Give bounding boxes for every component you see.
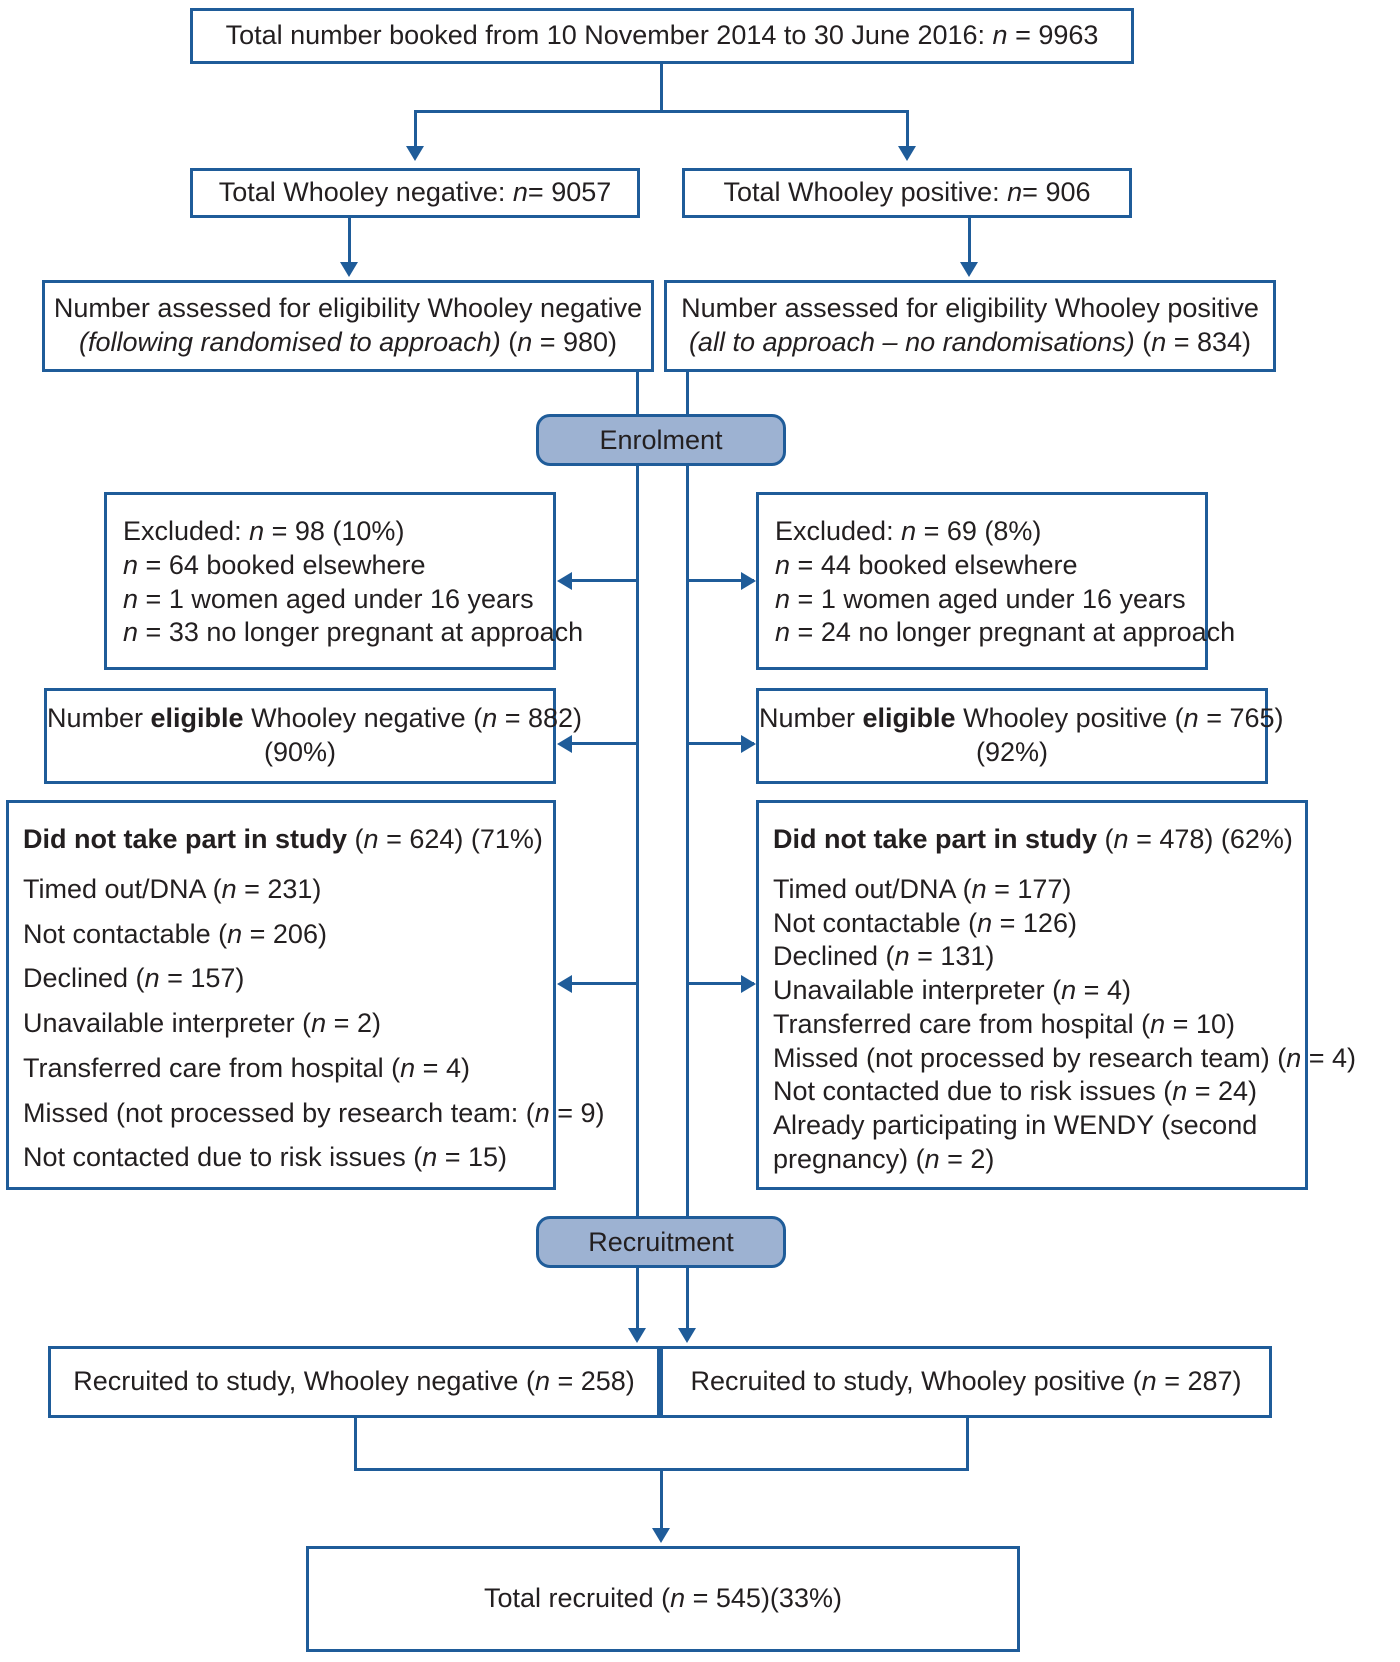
list-item: Not contacted due to risk issues (n = 24… — [773, 1076, 1258, 1107]
arrow-dntp-negative — [557, 975, 572, 993]
connector-eligible-positive — [686, 742, 754, 745]
box-recruited-positive: Recruited to study, Whooley positive (n … — [660, 1346, 1272, 1418]
box-did-not-take-part-negative: Did not take part in study (n = 624) (71… — [6, 800, 605, 1190]
eligible-positive-text: Number eligible Whooley positive (n = 76… — [759, 703, 1284, 767]
list-item: Declined (n = 131) — [773, 941, 995, 972]
list-item: Missed (not processed by research team: … — [23, 1097, 605, 1128]
list-item: Missed (not processed by research team) … — [773, 1042, 1357, 1073]
connector-to-total — [660, 1468, 663, 1530]
box-recruited-negative: Recruited to study, Whooley negative (n … — [48, 1346, 660, 1418]
arrow-recruited-negative — [628, 1328, 646, 1343]
list-item: Transferred care from hospital (n = 4) — [23, 1052, 470, 1083]
list-item: Not contactable (n = 206) — [23, 918, 327, 949]
list-item: Timed out/DNA (n = 231) — [23, 873, 322, 904]
total-whooley-positive-text: Total Whooley positive: n= 906 — [723, 177, 1091, 208]
connector-pos-to-assessed — [968, 218, 971, 264]
assessed-positive-text: Number assessed for eligibility Whooley … — [681, 293, 1259, 357]
arrow-pos-to-assessed — [960, 262, 978, 277]
box-excluded-negative: Excluded: n = 98 (10%) n = 64 booked els… — [104, 492, 584, 670]
connector-to-negative — [414, 110, 417, 148]
recruited-negative-text: Recruited to study, Whooley negative (n … — [73, 1366, 635, 1397]
arrow-excluded-positive — [741, 572, 756, 590]
arrow-to-total — [652, 1528, 670, 1543]
box-eligible-positive: Number eligible Whooley positive (n = 76… — [756, 688, 1284, 784]
did-not-take-part-negative-text: Did not take part in study (n = 624) (71… — [23, 823, 605, 1175]
box-did-not-take-part-positive: Did not take part in study (n = 478) (62… — [756, 800, 1357, 1190]
box-excluded-positive: Excluded: n = 69 (8%) n = 44 booked else… — [756, 492, 1236, 670]
box-total-whooley-negative: Total Whooley negative: n= 9057 — [190, 168, 640, 218]
connector-merge-right — [966, 1418, 969, 1470]
arrow-eligible-positive — [741, 735, 756, 753]
arrow-eligible-negative — [557, 735, 572, 753]
connector-top-stem — [660, 64, 663, 112]
stage-pill-recruitment: Recruitment — [536, 1216, 786, 1268]
arrow-excluded-negative — [557, 572, 572, 590]
box-assessed-negative: Number assessed for eligibility Whooley … — [42, 280, 654, 372]
total-whooley-negative-text: Total Whooley negative: n= 9057 — [218, 177, 612, 208]
connector-eligible-negative — [571, 742, 639, 745]
excluded-positive-text: Excluded: n = 69 (8%) n = 44 booked else… — [775, 516, 1236, 648]
list-item: Not contactable (n = 126) — [773, 907, 1077, 938]
box-eligible-negative: Number eligible Whooley negative (n = 88… — [44, 688, 583, 784]
list-item: Transferred care from hospital (n = 10) — [773, 1008, 1235, 1039]
eligible-negative-text: Number eligible Whooley negative (n = 88… — [47, 703, 583, 767]
connector-merge-left — [354, 1418, 357, 1470]
did-not-take-part-positive-text: Did not take part in study (n = 478) (62… — [773, 823, 1357, 1177]
connector-excluded-positive — [686, 579, 754, 582]
spine-right — [686, 372, 689, 1332]
recruited-positive-text: Recruited to study, Whooley positive (n … — [690, 1366, 1242, 1397]
enrolment-label: Enrolment — [599, 424, 723, 455]
list-item: Unavailable interpreter (n = 4) — [773, 975, 1131, 1005]
list-item: pregnancy) (n = 2) — [773, 1143, 995, 1174]
connector-to-positive — [906, 110, 909, 148]
list-item: Unavailable interpreter (n = 2) — [23, 1008, 381, 1038]
box-total-recruited: Total recruited (n = 545)(33%) — [306, 1546, 1020, 1652]
connector-recruitment-left — [636, 1268, 639, 1330]
connector-neg-to-assessed — [348, 218, 351, 264]
connector-dntp-positive — [686, 982, 754, 985]
box-total-booked: Total number booked from 10 November 201… — [190, 8, 1134, 64]
arrow-to-positive — [898, 146, 916, 161]
connector-top-split — [414, 110, 908, 113]
arrow-recruited-positive — [678, 1328, 696, 1343]
box-assessed-positive: Number assessed for eligibility Whooley … — [664, 280, 1276, 372]
arrow-dntp-positive — [741, 975, 756, 993]
spine-left — [636, 372, 639, 1332]
list-item: Already participating in WENDY (second — [773, 1110, 1258, 1140]
connector-dntp-negative — [571, 982, 639, 985]
total-recruited-text: Total recruited (n = 545)(33%) — [484, 1583, 842, 1614]
box-total-whooley-positive: Total Whooley positive: n= 906 — [682, 168, 1132, 218]
arrow-to-negative — [406, 146, 424, 161]
stage-pill-enrolment: Enrolment — [536, 414, 786, 466]
arrow-neg-to-assessed — [340, 262, 358, 277]
connector-excluded-negative — [571, 579, 639, 582]
total-booked-text: Total number booked from 10 November 201… — [225, 20, 1099, 51]
list-item: Declined (n = 157) — [23, 963, 245, 994]
assessed-negative-text: Number assessed for eligibility Whooley … — [53, 293, 643, 357]
list-item: Not contacted due to risk issues (n = 15… — [23, 1142, 508, 1173]
connector-recruitment-right — [686, 1268, 689, 1330]
excluded-negative-text: Excluded: n = 98 (10%) n = 64 booked els… — [123, 516, 584, 648]
list-item: Timed out/DNA (n = 177) — [773, 873, 1072, 904]
recruitment-label: Recruitment — [588, 1226, 734, 1257]
